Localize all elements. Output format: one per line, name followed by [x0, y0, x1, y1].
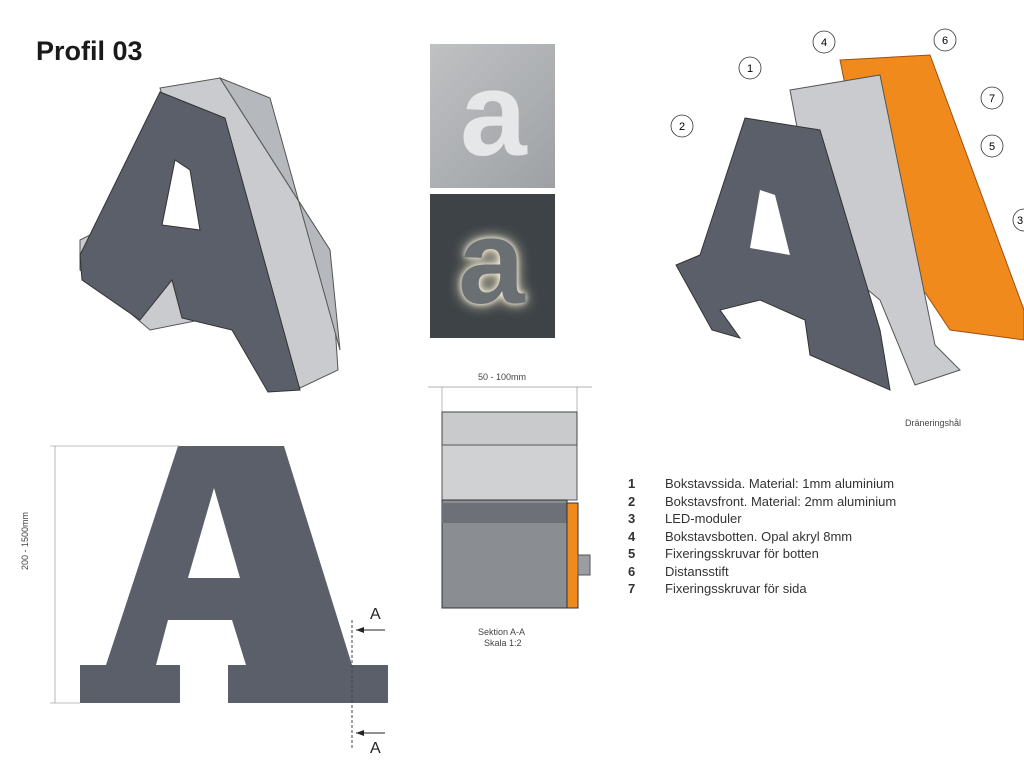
exploded-view: [670, 28, 1024, 391]
dimension-height: 200 - 1500mm: [20, 511, 30, 570]
callout-labels: 1 2 3 4 5 6 7: [679, 35, 1023, 227]
legend-item: 5 Fixeringsskruvar för botten: [628, 545, 896, 563]
callout-6: 6: [942, 35, 948, 47]
legend-item: 3 LED-moduler: [628, 510, 896, 528]
legend-item: 1 Bokstavssida. Material: 1mm aluminium: [628, 475, 896, 493]
legend-text: Fixeringsskruvar för botten: [665, 546, 819, 562]
section-a-a: [428, 386, 592, 609]
drain-label: Dräneringshål: [905, 418, 962, 428]
legend-number: 4: [628, 528, 636, 544]
callout-3: 3: [1017, 215, 1023, 227]
legend-text: Bokstavssida. Material: 1mm aluminium: [665, 476, 895, 492]
callout-7: 7: [989, 93, 995, 105]
legend-number: 5: [628, 546, 636, 562]
page-title: Profil 03: [36, 36, 143, 66]
legend-text: Bokstavsbotten. Opal akryl 8mm: [665, 528, 853, 544]
callout-2: 2: [679, 121, 685, 133]
legend-number: 1: [628, 476, 636, 492]
isometric-letter-a: [79, 76, 341, 393]
section-scale: Skala 1:2: [484, 638, 522, 648]
legend-item: 7 Fixeringsskruvar för sida: [628, 580, 896, 598]
callout-5: 5: [989, 141, 995, 153]
photo-letter-lit: a: [430, 194, 555, 338]
dimension-width: 50 - 100mm: [478, 372, 527, 382]
legend-number: 7: [628, 581, 636, 597]
section-marker-top: A: [370, 606, 381, 623]
legend-item: 6 Distansstift: [628, 563, 896, 581]
legend-text: LED-moduler: [665, 511, 742, 527]
front-letter-a: [50, 445, 388, 748]
parts-legend: 1 Bokstavssida. Material: 1mm aluminium 2…: [628, 475, 896, 598]
photo-letter-glyph: a: [458, 195, 525, 329]
legend-text: Fixeringsskruvar för sida: [665, 581, 807, 597]
photo-letter-glyph: a: [460, 47, 527, 181]
section-label: Sektion A-A: [478, 627, 526, 637]
legend-number: 3: [628, 511, 636, 527]
photo-letter-unlit: a: [430, 44, 555, 188]
callout-4: 4: [821, 37, 827, 49]
legend-item: 2 Bokstavsfront. Material: 2mm aluminium: [628, 493, 896, 511]
legend-text: Distansstift: [665, 563, 729, 579]
legend-text: Bokstavsfront. Material: 2mm aluminium: [665, 493, 897, 509]
legend-number: 2: [628, 493, 636, 509]
callout-1: 1: [747, 63, 753, 75]
legend-item: 4 Bokstavsbotten. Opal akryl 8mm: [628, 528, 896, 546]
section-marker-bottom: A: [370, 740, 381, 757]
legend-number: 6: [628, 563, 636, 579]
